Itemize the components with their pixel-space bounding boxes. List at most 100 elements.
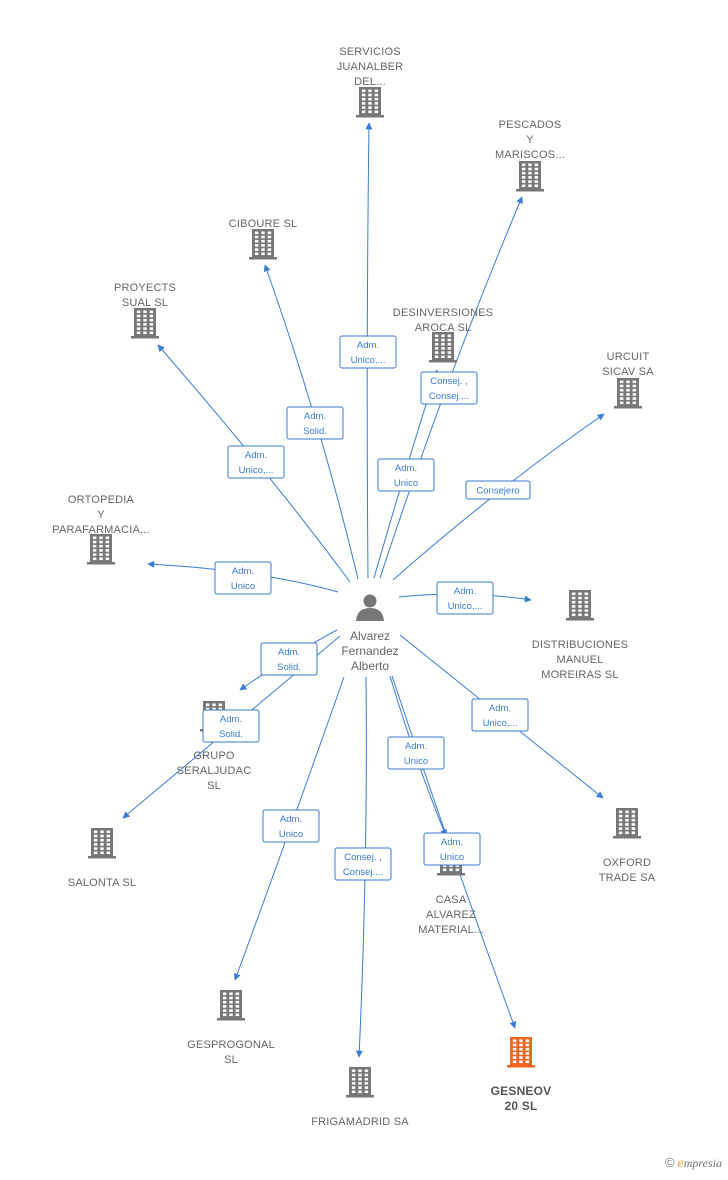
company-name-line: SERALJUDAC [177,765,252,777]
company-name-line: MOREIRAS SL [541,669,618,681]
role-badge-grupo[interactable]: Adm.Solid. [260,642,318,676]
role-text: Unico [279,829,303,840]
building-icon[interactable] [429,332,457,363]
role-text: Adm. [489,703,511,714]
building-icon[interactable] [356,87,384,118]
building-icon[interactable] [249,229,277,260]
company-name-line: GRUPO [193,750,235,762]
role-badge-salonta[interactable]: Adm. Solid. [202,709,260,743]
role-text: Consejero [476,486,519,497]
role-badge-desinversiones[interactable]: Adm. Unico [377,458,435,492]
company-name-line: FRIGAMADRID SA [311,1116,409,1128]
company-name-line: CIBOURE SL [229,218,298,230]
role-text: Unico [394,478,418,489]
edges-layer [122,122,605,1058]
company-name-line: PARAFARMACIA... [52,524,150,536]
company-name-line: ORTOPEDIA [68,494,135,506]
copyright-symbol: © [664,1155,675,1170]
role-text: Adm. [220,714,242,725]
company-name-line: URCUIT [607,351,650,363]
role-badge-gesprogonal[interactable]: Adm. Unico [262,809,320,843]
building-icon[interactable] [614,378,642,409]
role-text: Adm. [232,566,254,577]
company-name-line: Y [97,509,105,521]
building-icon[interactable] [566,590,594,621]
company-node-ortopedia[interactable]: ORTOPEDIA Y PARAFARMACIA... [52,494,150,565]
company-node-servicios[interactable]: SERVICIOS JUANALBER DEL... [337,46,404,118]
role-badge-gesneov[interactable]: Adm.Unico [423,832,481,866]
building-icon[interactable] [217,990,245,1021]
company-name-line: PROYECTS [114,282,176,294]
building-icon[interactable] [346,1067,374,1098]
company-node-frigamadrid[interactable]: FRIGAMADRID SA [311,1067,409,1128]
role-text: Adm. [395,463,417,474]
person-icon [356,594,384,621]
role-badge-casa[interactable]: Adm.Unico [387,736,445,770]
company-name-line: SERVICIOS [339,46,401,58]
role-badge-oxford[interactable]: Adm. Unico,... [471,698,529,732]
role-text: Consej.... [343,867,383,878]
company-name-line: SICAV SA [602,366,654,378]
company-node-pescados[interactable]: PESCADOSYMARISCOS... [495,119,565,192]
role-text: Unico,... [448,601,483,612]
role-text: Solid. [303,426,327,437]
nodes-layer: SERVICIOSJUANALBERDEL...PESCADOSYMARISCO… [52,46,656,1128]
empresia-watermark: ©empresia [665,1155,722,1172]
company-name-line: AROCA SL [415,322,472,334]
building-icon[interactable] [507,1037,535,1068]
role-text: Adm. [405,741,427,752]
company-name-line: SALONTA SL [68,877,136,889]
edge-labels-layer: Adm.Unico,...Consej. ,Consej....Adm.Soli… [202,335,531,881]
company-name-line: GESNEOV [491,1084,552,1098]
building-icon[interactable] [516,161,544,192]
role-text: Unico,... [239,465,274,476]
building-icon[interactable] [88,828,116,859]
company-name-line: SL [207,780,221,792]
role-badge-ortopedia[interactable]: Adm. Unico [214,561,272,595]
company-node-ciboure[interactable]: CIBOURE SL [229,218,298,260]
role-text: Solid. [219,729,243,740]
role-text: Unico [231,581,255,592]
company-name-line: JUANALBER [337,61,404,73]
role-text: Unico,... [483,718,518,729]
role-badge-servicios[interactable]: Adm.Unico,... [339,335,397,369]
role-badge-frigamadrid[interactable]: Consej. ,Consej.... [334,847,392,881]
role-text: Unico [440,852,464,863]
role-badge-ciboure[interactable]: Adm.Solid. [286,406,344,440]
brand-name: mpresia [683,1156,722,1170]
building-icon[interactable] [613,808,641,839]
company-name-line: DEL... [354,76,386,88]
company-name-line: ALVAREZ [426,909,476,921]
company-name-line: DISTRIBUCIONES [532,639,628,651]
role-text: Adm. [278,647,300,658]
person-name-line: Alvarez [350,629,390,643]
company-name-line: GESPROGONAL [187,1039,275,1051]
company-name-line: 20 SL [504,1099,537,1113]
role-badge-pescados[interactable]: Consej. ,Consej.... [420,371,478,405]
company-node-salonta[interactable]: SALONTA SL [68,828,136,889]
company-name-line: PESCADOS [499,119,562,131]
building-icon[interactable] [131,308,159,339]
company-name-line: CASA [436,894,467,906]
company-name-line: Y [526,134,534,146]
role-text: Consej. , [430,376,468,387]
person-name-line: Alberto [351,659,389,673]
role-badge-urcuit[interactable]: Consejero [465,480,531,500]
role-badge-distribuciones[interactable]: Adm.Unico,... [436,581,494,615]
company-node-urcuit[interactable]: URCUIT SICAV SA [602,351,654,409]
role-badge-proyects[interactable]: Adm. Unico,... [227,445,285,479]
person-name-line: Fernandez [341,644,398,658]
brand-initial: e [677,1156,684,1171]
building-icon[interactable] [87,534,115,565]
role-text: Adm. [280,814,302,825]
role-text: Adm. [245,450,267,461]
